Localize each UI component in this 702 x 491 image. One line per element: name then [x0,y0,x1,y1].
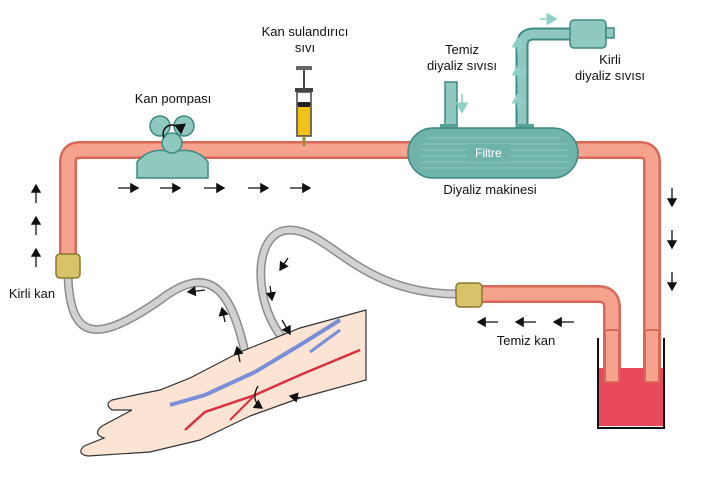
arm-illustration [80,309,367,457]
label-diluent-2: sıvı [294,40,316,55]
connector-icon [455,282,483,308]
label-clean-blood: Temiz kan [496,333,556,348]
label-fresh-dialysate-2: diyaliz sıvısı [426,58,498,73]
connector-icon [55,253,81,279]
dialysate-arrows [455,12,558,114]
label-used-dialysate-2: diyaliz sıvısı [574,68,646,83]
flow-arrows [30,182,678,409]
label-filter: Filtre [467,144,510,162]
label-used-dialysate-1: Kirli [599,52,621,67]
label-blood-pump: Kan pompası [134,91,212,106]
label-fresh-dialysate-1: Temiz [445,42,479,57]
label-dialysis-machine: Diyaliz makinesi [443,182,537,197]
syringe-icon [295,66,313,146]
reservoir-icon [597,329,665,429]
pump-rollers-icon [136,115,209,179]
grey-tubing [63,225,467,385]
label-dirty-blood: Kirli kan [8,286,56,301]
label-diluent-1: Kan sulandırıcı [261,24,349,39]
blood-circuit-tube [59,141,661,372]
